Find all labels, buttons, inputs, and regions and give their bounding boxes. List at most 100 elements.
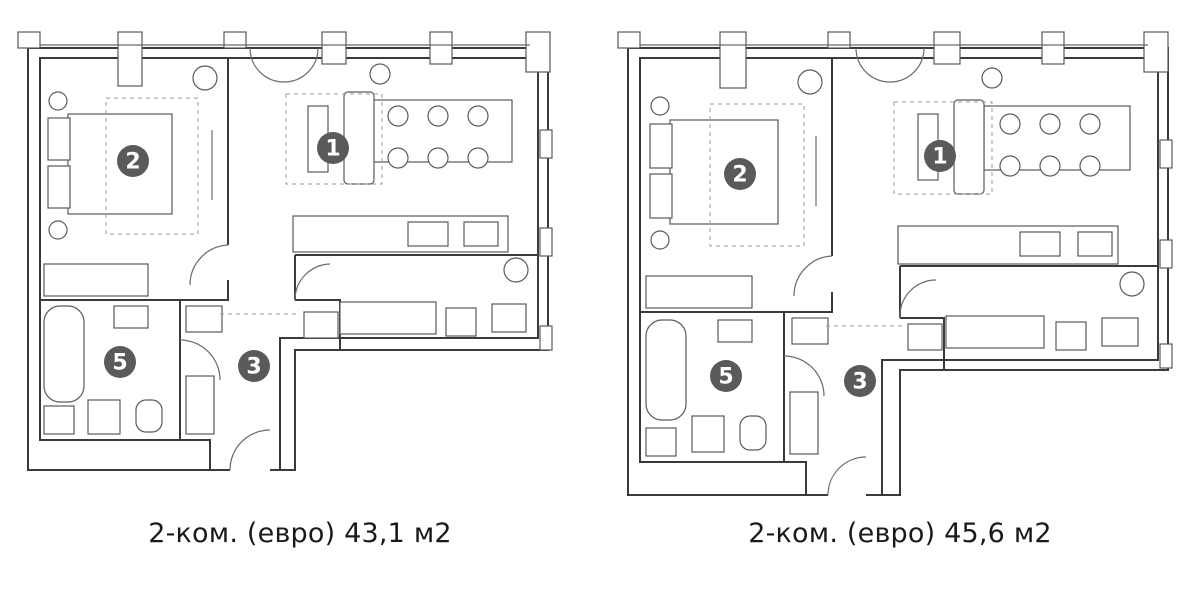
washing-machine: [691, 415, 725, 453]
bathtub: [43, 305, 85, 403]
plant: [797, 69, 823, 95]
door-swing: [294, 263, 331, 301]
door-swing: [229, 429, 271, 471]
room-badge-5: 5: [710, 360, 742, 392]
door-swing: [793, 255, 833, 297]
wardrobe: [185, 375, 215, 435]
room-badge-5: 5: [104, 346, 136, 378]
rug-outline: [893, 101, 993, 195]
window: [1159, 343, 1173, 369]
svg-text:3: 3: [852, 370, 867, 395]
door-swing: [899, 279, 937, 319]
plant: [981, 67, 1003, 89]
svg-text:1: 1: [932, 145, 947, 170]
window: [719, 31, 747, 89]
pillow: [47, 117, 71, 161]
cabinet: [791, 317, 829, 345]
chair: [427, 147, 449, 169]
chair: [1039, 155, 1061, 177]
chair: [427, 105, 449, 127]
bed: [669, 119, 779, 225]
window: [117, 31, 143, 87]
rug-outline: [105, 97, 199, 235]
chair: [387, 105, 409, 127]
interior-wall: [40, 58, 538, 440]
rug-outline: [285, 93, 383, 185]
toilet: [739, 415, 767, 451]
door-swing: [249, 47, 319, 83]
pillow: [47, 165, 71, 209]
nightstand: [650, 230, 670, 250]
stove: [463, 221, 499, 247]
window: [1143, 31, 1169, 73]
window: [429, 31, 453, 65]
wardrobe: [945, 315, 1045, 349]
svg-text:3: 3: [246, 355, 261, 380]
washing-machine: [87, 399, 121, 435]
chair: [1079, 155, 1101, 177]
cabinet: [1055, 321, 1087, 351]
pillow: [649, 123, 673, 169]
stove: [1077, 231, 1113, 257]
door-swing: [855, 47, 925, 83]
rug-outline: [709, 103, 805, 247]
room-badge-1: 1: [924, 140, 956, 172]
cabinet: [185, 305, 223, 333]
window: [539, 227, 553, 257]
window: [539, 325, 553, 351]
outer-wall: [27, 47, 549, 471]
sofa: [343, 91, 375, 185]
room-badge-3: 3: [844, 365, 876, 397]
interior-wall: [640, 58, 1158, 462]
room-badge-1: 1: [317, 132, 349, 164]
plant: [503, 257, 529, 283]
wardrobe: [645, 275, 753, 309]
cabinet: [491, 303, 527, 333]
chair: [1039, 113, 1061, 135]
window-frame: [17, 31, 41, 49]
door-swing: [827, 456, 867, 496]
nightstand: [48, 220, 68, 240]
room-badge-3: 3: [238, 350, 270, 382]
bathtub: [645, 319, 687, 421]
window: [1159, 139, 1173, 169]
toilet: [135, 399, 163, 433]
svg-text:5: 5: [718, 365, 733, 390]
window-frame: [223, 31, 247, 49]
window: [321, 31, 347, 65]
washbasin: [717, 319, 753, 343]
floor-plan-43: 1 2 3 5 2-ком. (евро) 43,1 м2: [17, 31, 553, 549]
window: [1159, 239, 1173, 269]
room-badge-2: 2: [724, 158, 756, 190]
floor-plan-drawing: 1 2 3 5: [617, 31, 1173, 496]
wardrobe: [339, 301, 437, 335]
door-swing: [179, 339, 221, 381]
chair: [1079, 113, 1101, 135]
floor-plan-45: 1 2 3 5 2-ком. (евро) 45,6 м2: [600, 0, 1200, 597]
chair: [999, 155, 1021, 177]
room-badge-2: 2: [117, 145, 149, 177]
window: [525, 31, 551, 73]
svg-text:1: 1: [325, 137, 340, 162]
nightstand: [48, 91, 68, 111]
cabinet: [1101, 317, 1139, 347]
chair: [999, 113, 1021, 135]
cabinet: [445, 307, 477, 337]
window: [1041, 31, 1065, 65]
plant: [1119, 271, 1145, 297]
pillow: [649, 173, 673, 219]
chair: [387, 147, 409, 169]
window: [539, 129, 553, 159]
sofa: [953, 99, 985, 195]
svg-text:2: 2: [732, 163, 747, 188]
plant: [369, 63, 391, 85]
washer: [303, 311, 339, 339]
window: [933, 31, 961, 65]
door-swing: [783, 355, 825, 397]
cabinet: [645, 427, 677, 457]
washer: [907, 323, 943, 351]
plan-caption: 2-ком. (евро) 45,6 м2: [748, 518, 1052, 549]
wardrobe: [789, 391, 819, 455]
plant: [192, 65, 218, 91]
svg-text:5: 5: [112, 351, 127, 376]
